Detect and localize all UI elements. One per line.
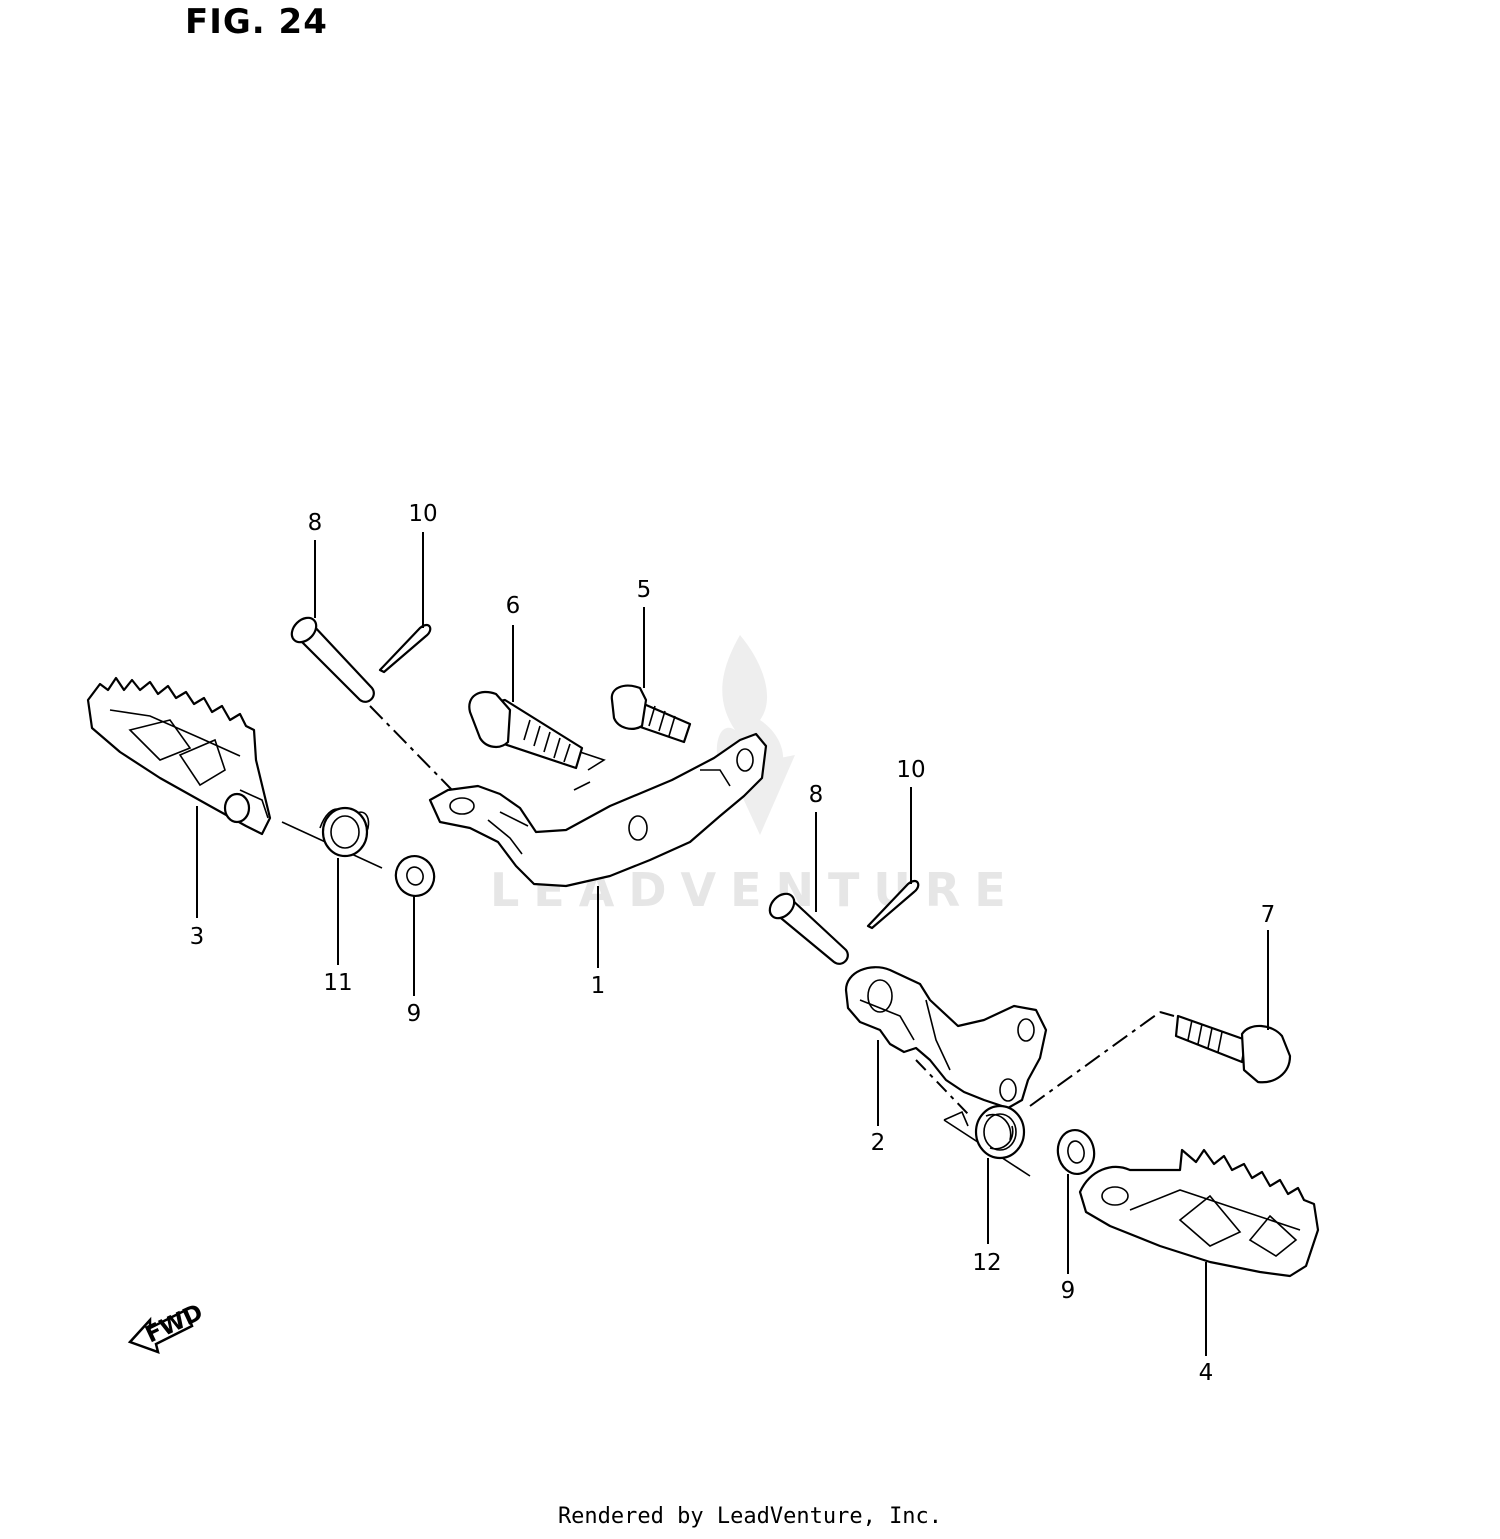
callout-12: 12 [972,1250,1001,1276]
footer-credit: Rendered by LeadVenture, Inc. [557,1504,943,1529]
centerline-pin-left [369,705,453,791]
callout-3: 3 [190,924,205,950]
alignment-marks [573,751,606,791]
callout-9-left: 9 [407,1001,422,1027]
part-3-footpeg-left [86,676,272,836]
part-4-footpeg-right [1078,1148,1320,1278]
part-1-bracket-left [428,732,768,888]
callout-10-top: 10 [408,501,437,527]
part-6-bolt [468,690,584,770]
callout-7: 7 [1261,902,1276,928]
callout-9-right: 9 [1061,1278,1076,1304]
callout-10-bottom: 10 [896,757,925,783]
callout-8-top: 8 [308,510,323,536]
callout-4: 4 [1199,1360,1214,1386]
part-9-washer-left [394,855,436,897]
part-9-washer-right [1056,1129,1096,1175]
callout-1: 1 [591,973,606,999]
figure-title: FIG. 24 [185,2,328,42]
part-7-bolt [1174,1014,1292,1084]
part-12-spring-right [943,1104,1031,1177]
callout-8-bottom: 8 [809,782,824,808]
part-8-clevis-pin-top [290,616,375,703]
forward-direction-arrow: FWD [127,1299,208,1354]
part-2-bracket-right [844,966,1048,1110]
part-5-bolt [610,684,692,744]
centerline-spring-right [915,1059,969,1115]
part-11-spring-left [281,806,383,869]
callout-5: 5 [637,577,652,603]
centerline-bolt-right [1029,1011,1161,1107]
callout-11: 11 [323,970,352,996]
part-10-cotter-pin-top [378,623,432,674]
fwd-label: FWD [142,1299,208,1348]
part-10-cotter-pin-bottom [866,879,920,930]
part-8-clevis-pin-bottom [768,892,849,965]
callout-2: 2 [871,1130,886,1156]
centerline-bolt-right-end [1159,1011,1175,1017]
callout-6: 6 [506,593,521,619]
